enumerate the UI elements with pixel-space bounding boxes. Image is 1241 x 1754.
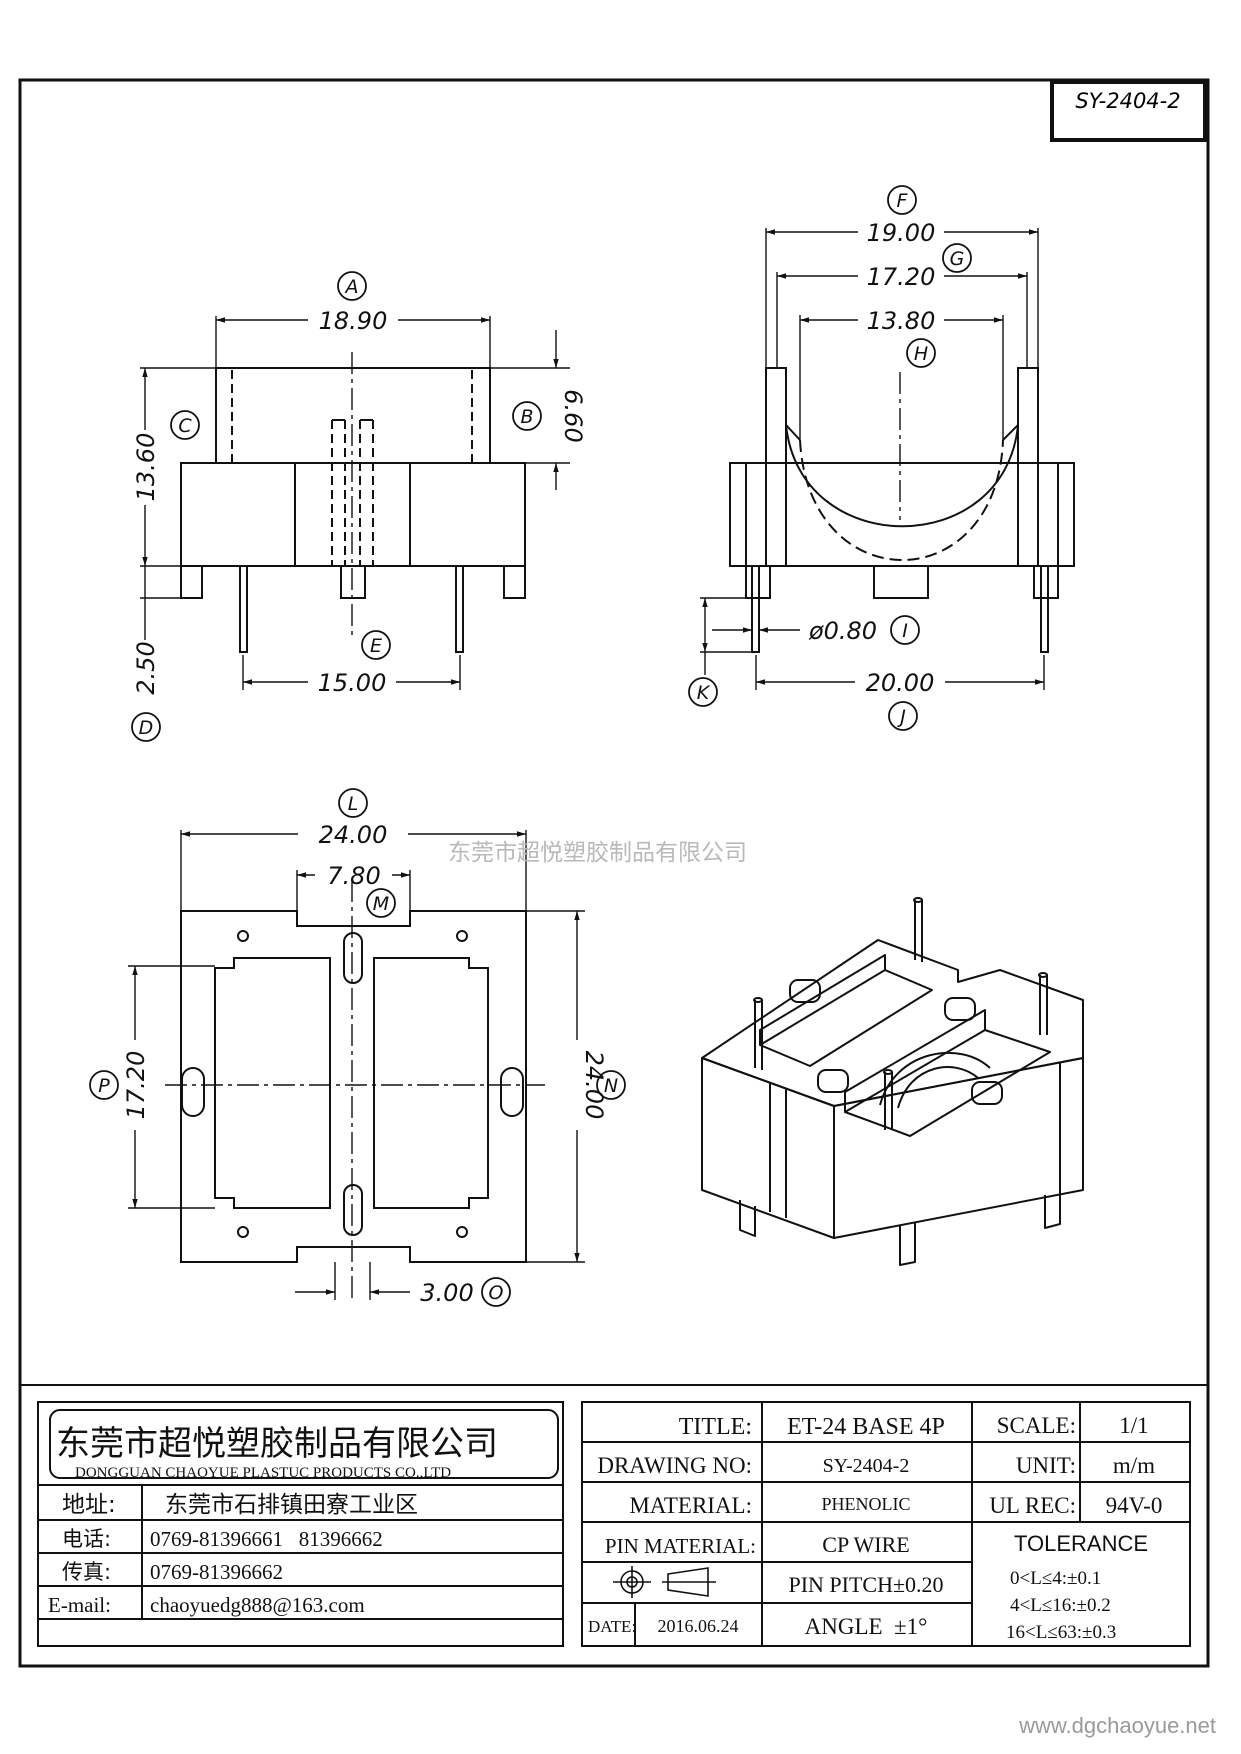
- dim-o-value: 3.00: [420, 1279, 473, 1307]
- dim-a-value: 18.90: [319, 307, 388, 335]
- email-value: chaoyuedg888@163.com: [150, 1593, 365, 1617]
- dim-f-value: 19.00: [867, 219, 936, 247]
- side-base-body: [729, 462, 1075, 567]
- drawing-no-value: SY-2404-2: [823, 1455, 910, 1477]
- angle: ANGLE ±1°: [805, 1614, 928, 1639]
- bubble-f: F: [897, 190, 909, 212]
- dim-d-value: 2.50: [132, 641, 160, 694]
- bottom-view: [128, 830, 585, 1300]
- fax-label: 传真:: [62, 1560, 111, 1584]
- drawing-code: SY-2404-2: [1075, 89, 1180, 113]
- bubble-k: K: [697, 682, 711, 704]
- scale-label: SCALE:: [997, 1413, 1076, 1438]
- side-view: [700, 228, 1075, 690]
- material-label: MATERIAL:: [629, 1493, 752, 1518]
- dim-e-value: 15.00: [318, 669, 387, 697]
- bubble-n: N: [604, 1075, 618, 1097]
- dim-m-value: 7.80: [327, 862, 380, 890]
- company-name-cn: 东莞市超悦塑胶制品有限公司: [56, 1424, 498, 1464]
- tolerance-label: TOLERANCE: [1014, 1531, 1148, 1556]
- address-label: 地址:: [62, 1492, 116, 1518]
- dim-g-value: 17.20: [867, 263, 936, 291]
- bubble-j: J: [896, 706, 906, 728]
- bubble-g: G: [950, 248, 965, 270]
- title-block: [20, 1384, 1208, 1647]
- bubble-d: D: [139, 717, 154, 739]
- website: www.dgchaoyue.net: [1018, 1713, 1216, 1738]
- dim-n-value: 24.00: [580, 1051, 608, 1120]
- address-value: 东莞市石排镇田寮工业区: [165, 1492, 418, 1518]
- bubble-p: P: [98, 1075, 110, 1097]
- front-base-body: [180, 462, 526, 567]
- bubble-a: A: [344, 276, 359, 298]
- pin-material-value: CP WIRE: [822, 1532, 909, 1557]
- front-top-body: [215, 367, 491, 464]
- company-name-en: DONGGUAN CHAOYUE PLASTUC PRODUCTS CO.,LT…: [75, 1465, 451, 1481]
- dim-h-value: 13.80: [867, 307, 936, 335]
- phone-label: 电话:: [62, 1527, 111, 1551]
- bubble-h: H: [914, 343, 928, 365]
- ul-label: UL REC:: [989, 1493, 1076, 1518]
- drawing-no-label: DRAWING NO:: [597, 1453, 752, 1478]
- ul-value: 94V-0: [1106, 1493, 1163, 1518]
- material-value: PHENOLIC: [822, 1494, 911, 1514]
- code-box: [1050, 80, 1207, 142]
- bubble-e: E: [370, 635, 382, 657]
- bubble-i: I: [902, 620, 908, 642]
- front-view: [140, 316, 570, 690]
- pin-pitch: PIN PITCH±0.20: [788, 1572, 943, 1597]
- dim-i-value: ø0.80: [808, 617, 877, 645]
- phone-value: 0769-81396661 81396662: [150, 1527, 383, 1551]
- tolerance-row-3: 16<L≤63:±0.3: [1006, 1622, 1116, 1643]
- dim-c-value: 13.60: [132, 433, 160, 502]
- dim-p-value: 17.20: [122, 1051, 150, 1120]
- dim-l-value: 24.00: [319, 821, 388, 849]
- scale-value: 1/1: [1119, 1413, 1148, 1438]
- title-label: TITLE:: [679, 1414, 752, 1440]
- bubble-o: O: [489, 1282, 504, 1304]
- pin-material-label: PIN MATERIAL:: [605, 1534, 756, 1558]
- unit-label: UNIT:: [1016, 1453, 1076, 1478]
- bubble-l: L: [348, 793, 359, 815]
- date-value: 2016.06.24: [658, 1616, 739, 1636]
- fax-value: 0769-81396662: [150, 1560, 283, 1584]
- bubble-m: M: [373, 893, 389, 915]
- title-value: ET-24 BASE 4P: [787, 1414, 945, 1440]
- tolerance-row-2: 4<L≤16:±0.2: [1010, 1595, 1111, 1616]
- isometric-view: [701, 897, 1084, 1266]
- projection-symbol: [613, 1566, 716, 1598]
- tolerance-row-1: 0<L≤4:±0.1: [1010, 1568, 1101, 1589]
- bubble-c: C: [178, 415, 192, 437]
- dim-j-value: 20.00: [866, 669, 935, 697]
- dim-b-value: 6.60: [559, 389, 587, 442]
- watermark-company: 东莞市超悦塑胶制品有限公司: [448, 840, 747, 866]
- unit-value: m/m: [1113, 1453, 1155, 1478]
- outer-frame: [18, 78, 1210, 1668]
- bottom-outline: [180, 910, 527, 1263]
- bubble-b: B: [520, 406, 533, 428]
- date-label: DATE:: [588, 1617, 636, 1636]
- email-label: E-mail:: [48, 1593, 111, 1617]
